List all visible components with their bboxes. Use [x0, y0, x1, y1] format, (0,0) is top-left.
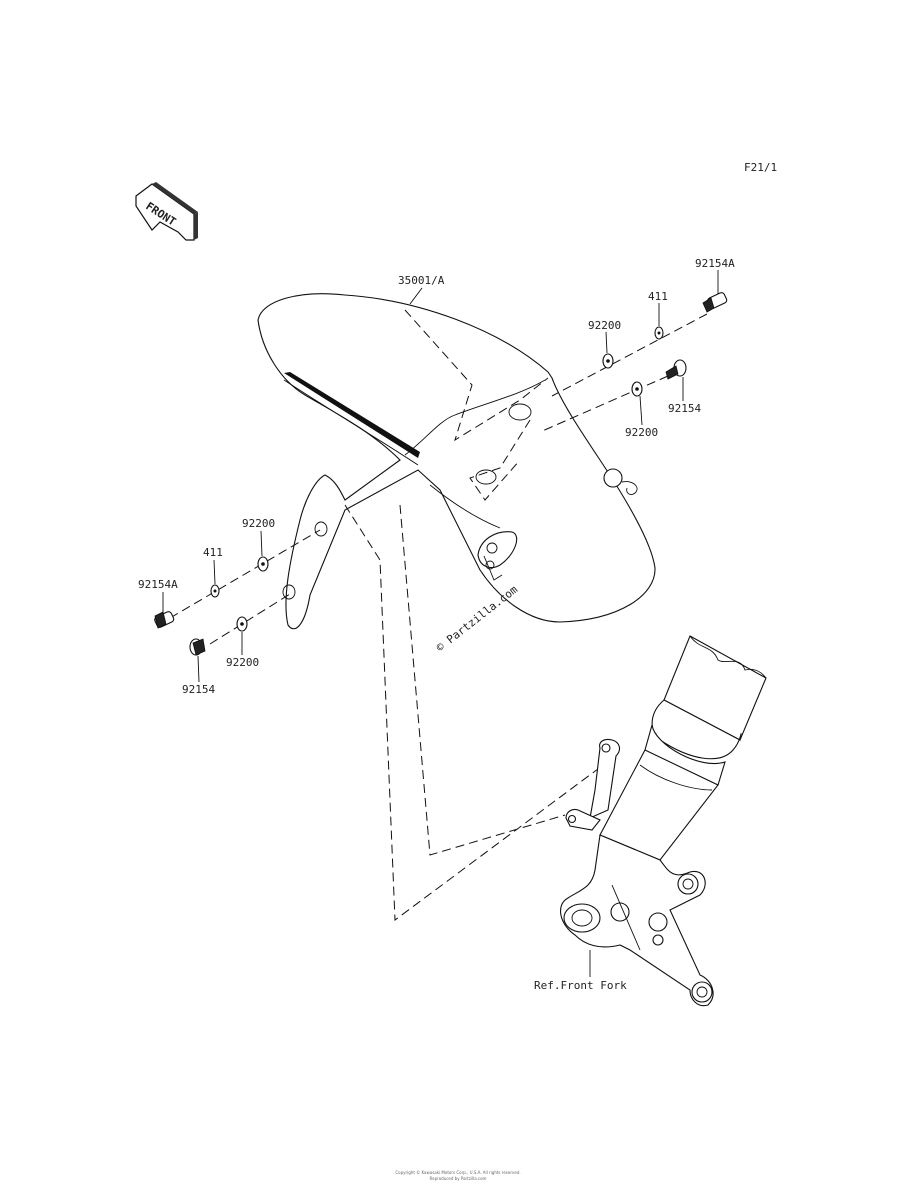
label-92200-left-upper: 92200	[242, 517, 275, 530]
fender-extension-outline	[344, 504, 611, 921]
footer-line-1: Copyright © Kawasaki Motors Corp., U.S.A…	[395, 1170, 520, 1175]
right-hardware: 92154A 411 92200 92154 92200	[539, 257, 735, 439]
front-fender	[257, 293, 656, 630]
label-92154-right: 92154	[668, 402, 701, 415]
bolt-92154a-right-icon	[702, 292, 728, 313]
watermark: © Partzilla.com	[434, 583, 521, 655]
front-fork	[559, 635, 767, 1007]
label-fender: 35001/A	[398, 274, 445, 287]
left-hardware: 92200 411 92154A 92200 92154	[138, 517, 321, 696]
bolt-92154a-left-icon	[154, 611, 175, 629]
footer-line-2: Reproduced by Partzilla.com	[430, 1176, 487, 1181]
label-92154-left: 92154	[182, 683, 215, 696]
label-411-left: 411	[203, 546, 223, 559]
label-92154a-right: 92154A	[695, 257, 735, 270]
label-front-fork-reference: Ref.Front Fork	[534, 979, 627, 992]
label-92200-left-lower: 92200	[226, 656, 259, 669]
bolt-92154-left-icon	[189, 638, 206, 656]
front-arrow-icon: FRONT	[135, 182, 198, 241]
label-92154a-left: 92154A	[138, 578, 178, 591]
label-92200-right-lower: 92200	[625, 426, 658, 439]
figure-code: F21/1	[744, 161, 777, 174]
label-92200-right-upper: 92200	[588, 319, 621, 332]
label-411-right: 411	[648, 290, 668, 303]
bolt-92154-right-icon	[665, 359, 687, 380]
